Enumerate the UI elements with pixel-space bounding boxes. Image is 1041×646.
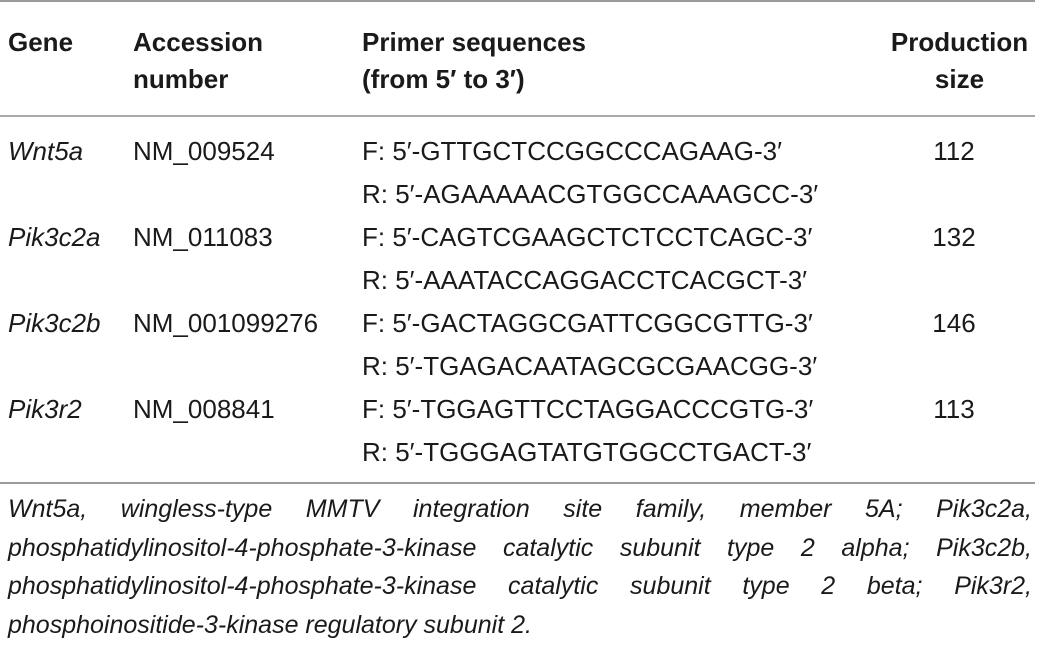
header-accession-line-2: number <box>133 64 229 94</box>
header-accession-line-1: Accession <box>133 27 264 57</box>
cell-accession: NM_001099276 <box>133 308 319 338</box>
table-footnote: Wnt5a, wingless-type MMTV integration si… <box>8 495 1032 639</box>
cell-reverse-primer: R: 5′-AGAAAAACGTGGCCAAAGCC-3′ <box>362 179 819 209</box>
cell-gene: Pik3c2b <box>8 308 101 338</box>
cell-accession: NM_008841 <box>133 394 275 424</box>
header-gene-label: Gene <box>8 27 74 57</box>
header-production-line-1: Production <box>890 27 1029 57</box>
cell-primers: F: 5′-TGGAGTTCCTAGGACCCGTG-3′ R: 5′-TGGG… <box>362 388 813 474</box>
cell-accession: NM_009524 <box>133 136 275 166</box>
cell-gene: Wnt5a <box>8 136 84 166</box>
header-primer: Primer sequences (from 5′ to 3′) <box>362 24 586 98</box>
table-row: Pik3c2b NM_001099276 F: 5′-GACTAGGCGATTC… <box>0 302 1035 388</box>
cell-gene: Pik3r2 <box>8 394 82 424</box>
cell-reverse-primer: R: 5′-TGGGAGTATGTGGCCTGACT-3′ <box>362 437 812 467</box>
table-row: Wnt5a NM_009524 F: 5′-GTTGCTCCGGCCCAGAAG… <box>0 130 1035 216</box>
cell-primers: F: 5′-CAGTCGAAGCTCTCCTCAGC-3′ R: 5′-AAAT… <box>362 216 812 302</box>
table-top-rule <box>0 0 1035 2</box>
cell-size: 112 <box>933 136 975 166</box>
header-production: Production size <box>884 24 1035 98</box>
cell-gene: Pik3c2a <box>8 222 101 252</box>
header-gene: Gene <box>8 24 73 61</box>
cell-reverse-primer: R: 5′-AAATACCAGGACCTCACGCT-3′ <box>362 265 808 295</box>
cell-accession: NM_011083 <box>133 222 273 252</box>
cell-size: 132 <box>932 222 976 252</box>
cell-reverse-primer: R: 5′-TGAGACAATAGCGCGAACGG-3′ <box>362 351 818 381</box>
table-header-rule <box>0 115 1035 117</box>
cell-size: 113 <box>933 394 975 424</box>
header-accession: Accession number <box>133 24 263 98</box>
cell-forward-primer: F: 5′-GACTAGGCGATTCGGCGTTG-3′ <box>362 308 813 338</box>
cell-forward-primer: F: 5′-TGGAGTTCCTAGGACCCGTG-3′ <box>362 394 814 424</box>
cell-forward-primer: F: 5′-CAGTCGAAGCTCTCCTCAGC-3′ <box>362 222 813 252</box>
table-row: Pik3r2 NM_008841 F: 5′-TGGAGTTCCTAGGACCC… <box>0 388 1035 474</box>
cell-primers: F: 5′-GTTGCTCCGGCCCAGAAG-3′ R: 5′-AGAAAA… <box>362 130 818 216</box>
cell-forward-primer: F: 5′-GTTGCTCCGGCCCAGAAG-3′ <box>362 136 782 166</box>
header-primer-line-1: Primer sequences <box>362 27 587 57</box>
cell-size: 146 <box>932 308 976 338</box>
table-bottom-rule <box>0 482 1035 484</box>
header-production-line-2: size <box>934 64 985 94</box>
cell-primers: F: 5′-GACTAGGCGATTCGGCGTTG-3′ R: 5′-TGAG… <box>362 302 817 388</box>
header-primer-line-2: (from 5′ to 3′) <box>362 64 525 94</box>
table-row: Pik3c2a NM_011083 F: 5′-CAGTCGAAGCTCTCCT… <box>0 216 1035 302</box>
